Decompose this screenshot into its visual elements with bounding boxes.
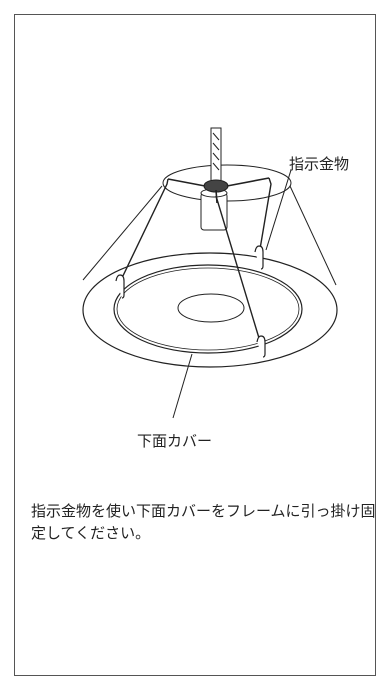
bottom-cover-label: 下面カバー: [137, 432, 213, 450]
bracket-hooks: [115, 245, 266, 358]
shade-bottom-rim: [82, 252, 338, 368]
illustration-frame: [14, 14, 376, 676]
lamp-socket: [200, 188, 228, 231]
leader-lines: [172, 169, 292, 419]
bracket-label: 指示金物: [289, 155, 350, 173]
hanging-rod: [210, 127, 222, 183]
center-opening: [177, 293, 245, 323]
shade-sides: [82, 185, 337, 286]
bottom-cover-inner: [116, 267, 300, 351]
bracket-wires: [119, 177, 272, 349]
instruction-text: 指示金物を使い下面カバーをフレームに引っ掛け固定してください。: [31, 502, 376, 542]
bottom-cover-outer: [113, 264, 303, 354]
